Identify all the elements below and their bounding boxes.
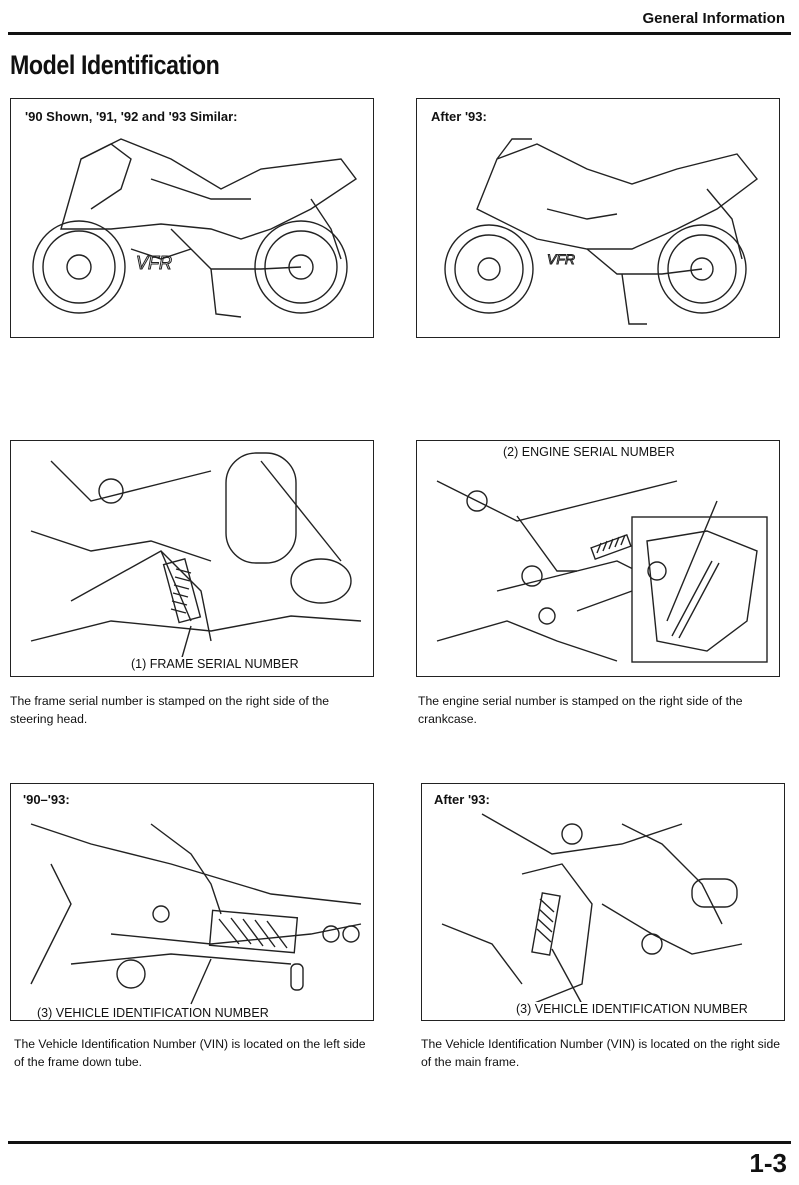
vin-late-illustration xyxy=(441,813,743,1005)
frame-serial-callout: (1) FRAME SERIAL NUMBER xyxy=(129,657,301,671)
frame-serial-panel: (1) FRAME SERIAL NUMBER xyxy=(10,440,374,677)
svg-text:VFR: VFR xyxy=(136,253,172,273)
motorcycle-early-illustration: VFR xyxy=(32,138,358,318)
vin-early-callout: (3) VEHICLE IDENTIFICATION NUMBER xyxy=(35,1006,271,1020)
frame-serial-caption: The frame serial number is stamped on th… xyxy=(10,694,330,726)
engine-serial-callout: (2) ENGINE SERIAL NUMBER xyxy=(501,445,677,459)
page-title: Model Identification xyxy=(10,50,220,80)
vin-early-caption: The Vehicle Identification Number (VIN) … xyxy=(14,1037,366,1069)
bike-late-label: After '93: xyxy=(431,109,487,124)
vin-late-caption: The Vehicle Identification Number (VIN) … xyxy=(421,1037,781,1069)
bike-early-panel: '90 Shown, '91, '92 and '93 Similar: VFR xyxy=(10,98,374,338)
section-title: General Information xyxy=(642,10,785,27)
bike-early-label: '90 Shown, '91, '92 and '93 Similar: xyxy=(25,109,238,124)
page-number: 1-3 xyxy=(749,1148,787,1178)
bike-late-panel: After '93: VFR xyxy=(416,98,780,338)
engine-serial-illustration xyxy=(436,480,768,663)
vin-early-label: '90–'93: xyxy=(23,792,70,807)
svg-text:VFR: VFR xyxy=(547,251,575,267)
vin-late-panel: After '93: (3) VEHICLE IDENTIFICATION NU… xyxy=(421,783,785,1021)
motorcycle-late-illustration: VFR xyxy=(444,138,758,325)
engine-serial-panel: (2) ENGINE SERIAL NUMBER xyxy=(416,440,780,677)
engine-serial-caption: The engine serial number is stamped on t… xyxy=(418,694,743,726)
footer-rule xyxy=(8,1141,791,1144)
frame-serial-illustration xyxy=(30,452,362,662)
vin-late-label: After '93: xyxy=(434,792,490,807)
vin-late-callout: (3) VEHICLE IDENTIFICATION NUMBER xyxy=(514,1002,750,1016)
vin-early-panel: '90–'93: (3) VEHICLE IDENTIFICATION NUMB… xyxy=(10,783,374,1021)
vin-early-illustration xyxy=(30,823,362,1005)
header-rule xyxy=(8,32,791,35)
